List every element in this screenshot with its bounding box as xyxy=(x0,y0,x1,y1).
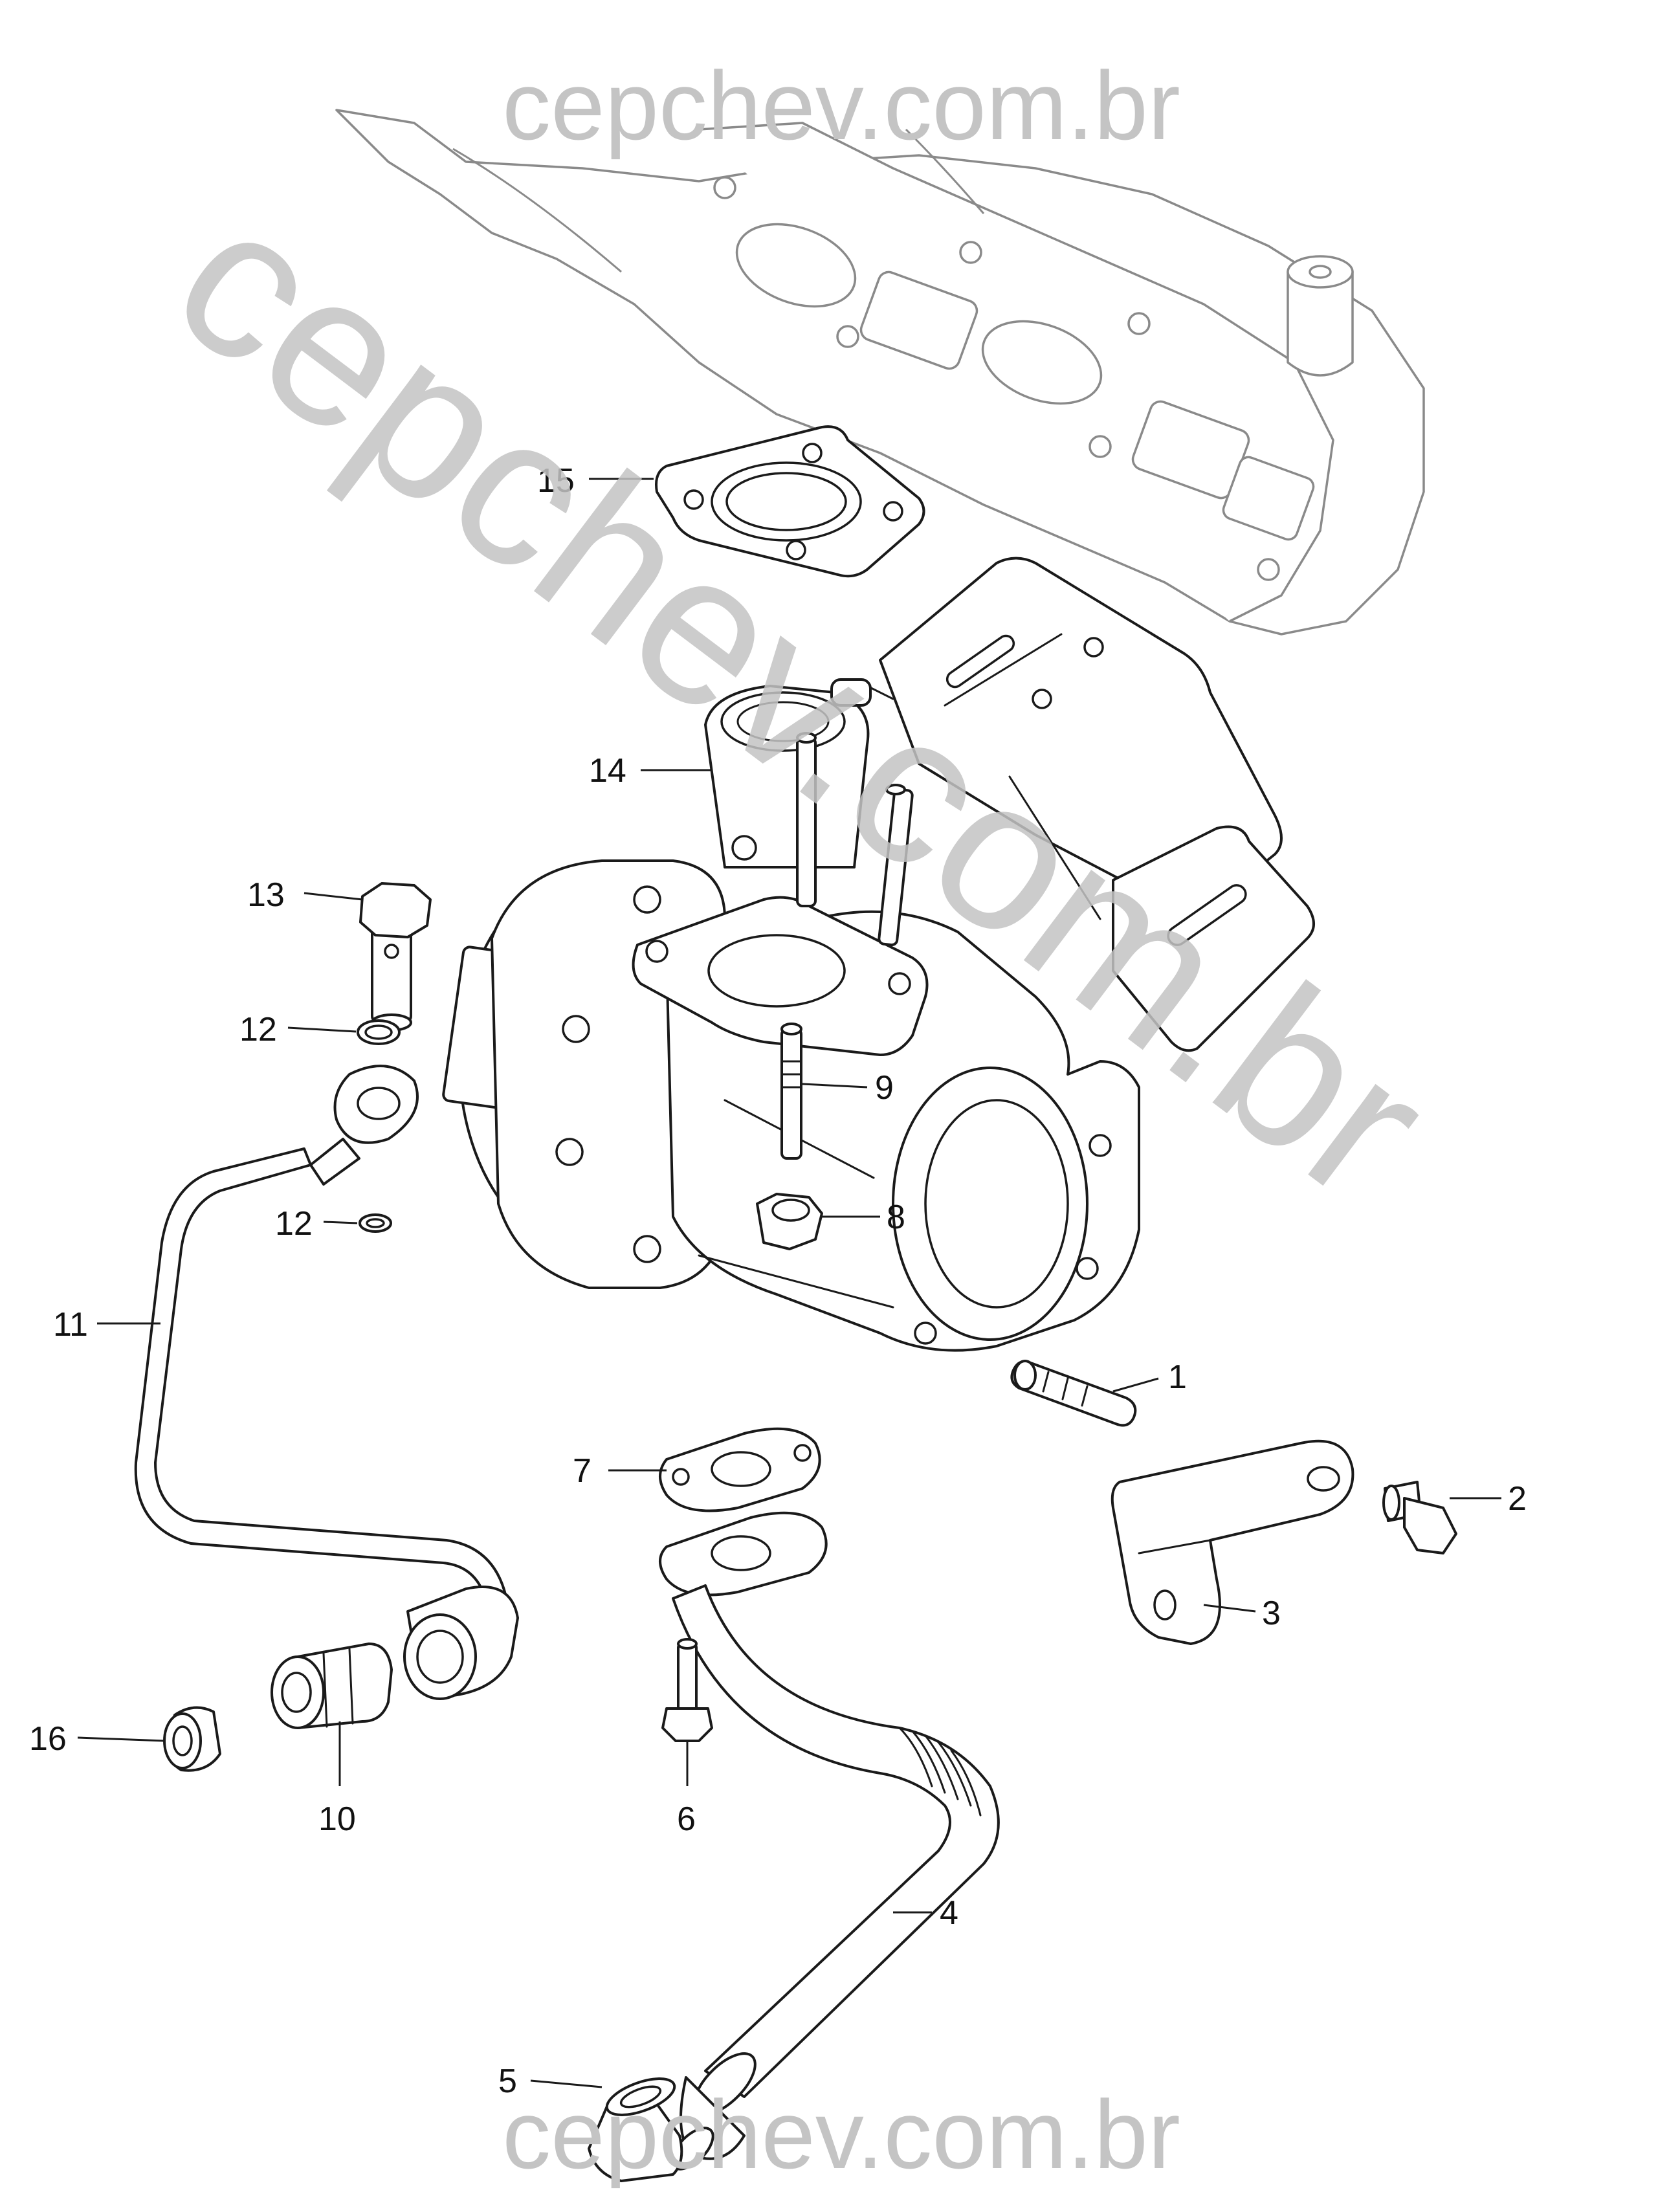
turbo-gasket-15 xyxy=(655,425,925,578)
callout-1: 1 xyxy=(1168,1358,1187,1396)
stud-1 xyxy=(1010,1360,1137,1427)
callout-2: 2 xyxy=(1508,1480,1527,1518)
callout-labels: 15 14 13 12 12 11 9 8 1 2 3 7 6 10 16 4 … xyxy=(29,462,1527,2100)
seal-5 xyxy=(588,2077,683,2182)
cap-16 xyxy=(163,1706,221,1772)
callout-11: 11 xyxy=(53,1306,88,1344)
bracket-3 xyxy=(1111,1439,1354,1645)
leader-lines xyxy=(77,478,1501,2088)
callout-10: 10 xyxy=(318,1800,356,1838)
gasket-7 xyxy=(659,1427,821,1512)
callout-12-upper: 12 xyxy=(239,1011,277,1048)
callout-3: 3 xyxy=(1262,1595,1281,1632)
callout-12-lower: 12 xyxy=(275,1205,313,1243)
washer-12-lower xyxy=(359,1213,392,1233)
turbocharger-assembly-14 xyxy=(442,557,1315,1352)
nut-8 xyxy=(756,1193,823,1250)
washer-12-upper xyxy=(357,1019,401,1045)
callout-6: 6 xyxy=(677,1800,696,1838)
oil-feed-pipe-11 xyxy=(134,1065,519,1700)
oil-return-pipe-4 xyxy=(659,1511,1000,2171)
callout-16: 16 xyxy=(29,1720,67,1758)
stud-9 xyxy=(780,1023,802,1160)
bolt-6 xyxy=(661,1638,713,1742)
callout-5: 5 xyxy=(498,2063,517,2100)
callout-14: 14 xyxy=(589,752,626,790)
callout-8: 8 xyxy=(887,1199,905,1236)
watermark-bottom: cepchev.com.br xyxy=(502,2080,1180,2189)
exhaust-manifold xyxy=(335,109,1425,636)
union-10 xyxy=(271,1642,393,1729)
callout-15: 15 xyxy=(537,462,575,500)
bolt-2 xyxy=(1382,1481,1457,1554)
callout-4: 4 xyxy=(940,1894,958,1932)
callout-9: 9 xyxy=(875,1069,894,1107)
watermark-top: cepchev.com.br xyxy=(502,51,1180,160)
callout-13: 13 xyxy=(247,876,285,914)
banjo-bolt-13 xyxy=(359,882,432,1032)
callout-7: 7 xyxy=(573,1452,591,1490)
